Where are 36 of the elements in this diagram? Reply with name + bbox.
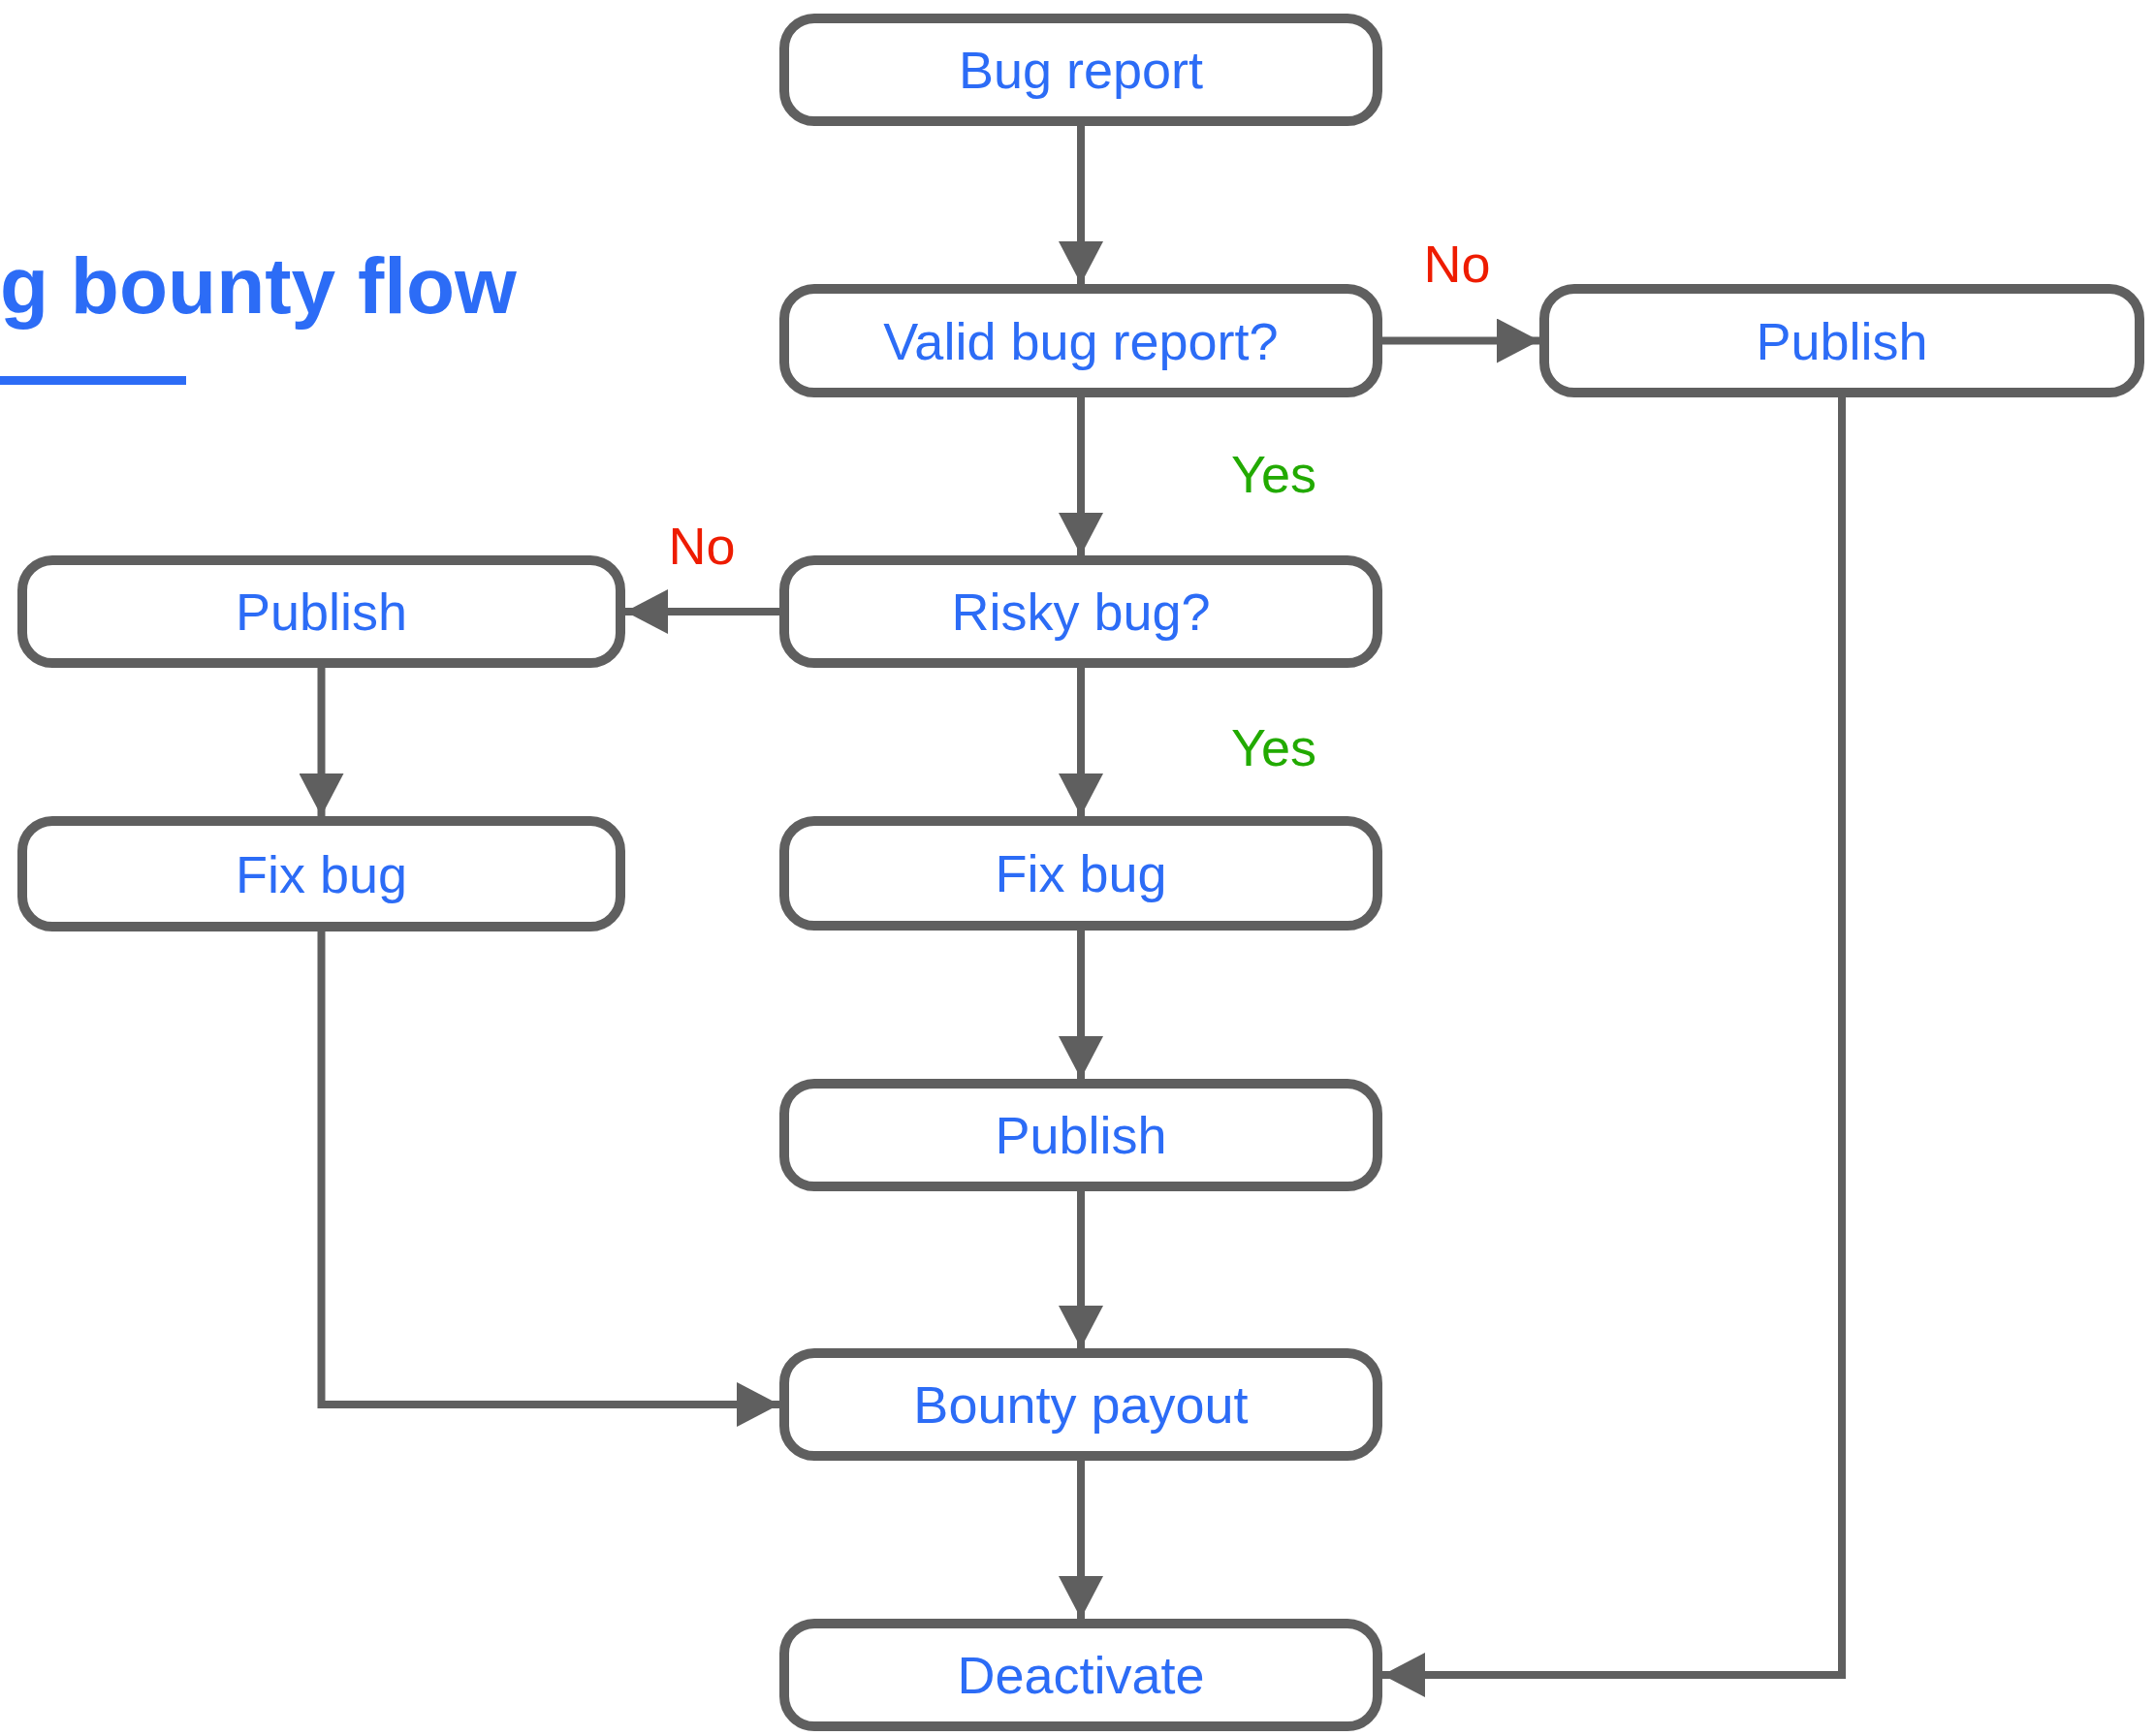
box-label: Bug report: [958, 40, 1204, 100]
arrow: [1382, 397, 1846, 1697]
box-label: Bounty payout: [913, 1374, 1249, 1435]
process-box: [1539, 284, 2144, 397]
box-label: Risky bug?: [951, 582, 1211, 642]
edge-label: No: [668, 516, 736, 576]
box-label: Valid bug report?: [883, 310, 1279, 371]
edge-label: Yes: [1230, 444, 1317, 504]
arrow: [1059, 126, 1103, 284]
process-box: [779, 284, 1382, 397]
process-box: [779, 555, 1382, 668]
process-box: [779, 1348, 1382, 1461]
arrow: [1059, 1191, 1103, 1348]
box-label: Publish: [235, 582, 408, 642]
process-box: [779, 14, 1382, 126]
arrow: [1059, 1461, 1103, 1619]
edge-label: Yes: [1230, 717, 1317, 777]
arrow: [625, 589, 779, 634]
box-label: Deactivate: [957, 1645, 1205, 1705]
arrow: [1059, 931, 1103, 1079]
process-box: [779, 816, 1382, 931]
box-label: Publish: [995, 1105, 1167, 1165]
arrow: [317, 931, 779, 1427]
box-label: Fix bug: [995, 843, 1167, 903]
edge-label: No: [1423, 234, 1491, 294]
arrow: [299, 668, 344, 816]
arrow: [1059, 397, 1103, 555]
arrow: [1059, 668, 1103, 816]
process-box: [779, 1079, 1382, 1191]
box-label: Fix bug: [235, 843, 408, 904]
process-box: [17, 816, 625, 931]
process-box: [779, 1619, 1382, 1731]
arrow: [1382, 318, 1539, 363]
process-box: [17, 555, 625, 668]
box-label: Publish: [1756, 310, 1928, 371]
diagram-title: g bounty flow: [0, 242, 517, 331]
